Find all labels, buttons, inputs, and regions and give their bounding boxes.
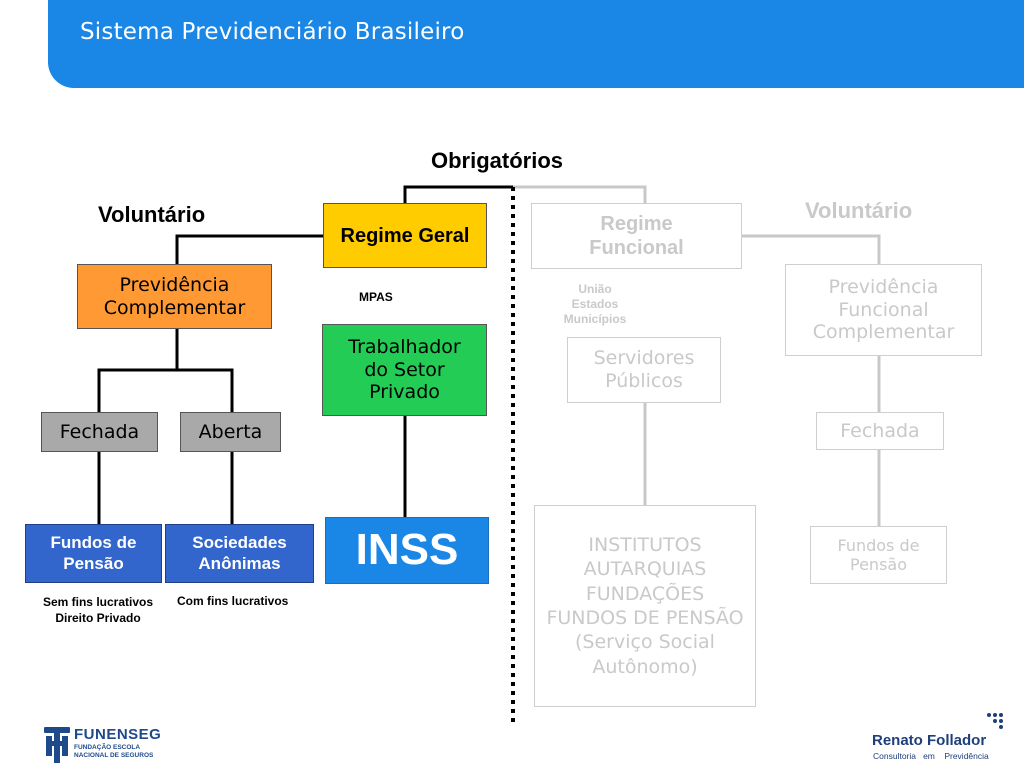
sociedades-box: Sociedades Anônimas: [165, 524, 314, 583]
renato-follador-dots-icon: [987, 713, 1003, 729]
funenseg-icon: [44, 727, 70, 763]
funenseg-logo: FUNENSEG FUNDAÇÃO ESCOLA NACIONAL DE SEG…: [42, 726, 172, 764]
fechada-left-box: Fechada: [41, 412, 158, 452]
obrigatorios-label: Obrigatórios: [431, 148, 564, 173]
sem-fins-label: Sem fins lucrativos Direito Privado: [42, 595, 154, 625]
voluntario-left-label: Voluntário: [98, 202, 206, 227]
aberta-box: Aberta: [180, 412, 281, 452]
header-bar: Sistema Previdenciário Brasileiro: [48, 0, 1024, 88]
trabalhador-box: Trabalhador do Setor Privado: [322, 324, 487, 416]
fundos-pensao-left-box: Fundos de Pensão: [25, 524, 162, 583]
com-fins-label: Com fins lucrativos: [177, 594, 289, 608]
inss-box: INSS: [325, 517, 489, 584]
fundos-pensao-right-box: Fundos de Pensão: [810, 526, 947, 584]
voluntario-right-label: Voluntário: [805, 198, 913, 223]
previdencia-funcional-box: Previdência Funcional Complementar: [785, 264, 982, 356]
servidores-box: Servidores Públicos: [567, 337, 721, 403]
fechada-right-box: Fechada: [816, 412, 944, 450]
institutos-box: INSTITUTOS AUTARQUIAS FUNDAÇÕES FUNDOS D…: [534, 505, 756, 707]
slide-title: Sistema Previdenciário Brasileiro: [80, 19, 465, 45]
funenseg-name: FUNENSEG: [74, 726, 162, 743]
funenseg-sub: FUNDAÇÃO ESCOLA NACIONAL DE SEGUROS: [74, 744, 154, 759]
renato-follador-sub: Consultoria em Previdência: [873, 751, 989, 761]
mpas-label: MPAS: [359, 290, 393, 304]
previdencia-complementar-box: Previdência Complementar: [77, 264, 272, 329]
regime-geral-box: Regime Geral: [323, 203, 487, 268]
regime-funcional-box: Regime Funcional: [531, 203, 742, 269]
uniao-label: União Estados Municípios: [563, 282, 627, 326]
renato-follador-name: Renato Follador: [872, 732, 987, 749]
